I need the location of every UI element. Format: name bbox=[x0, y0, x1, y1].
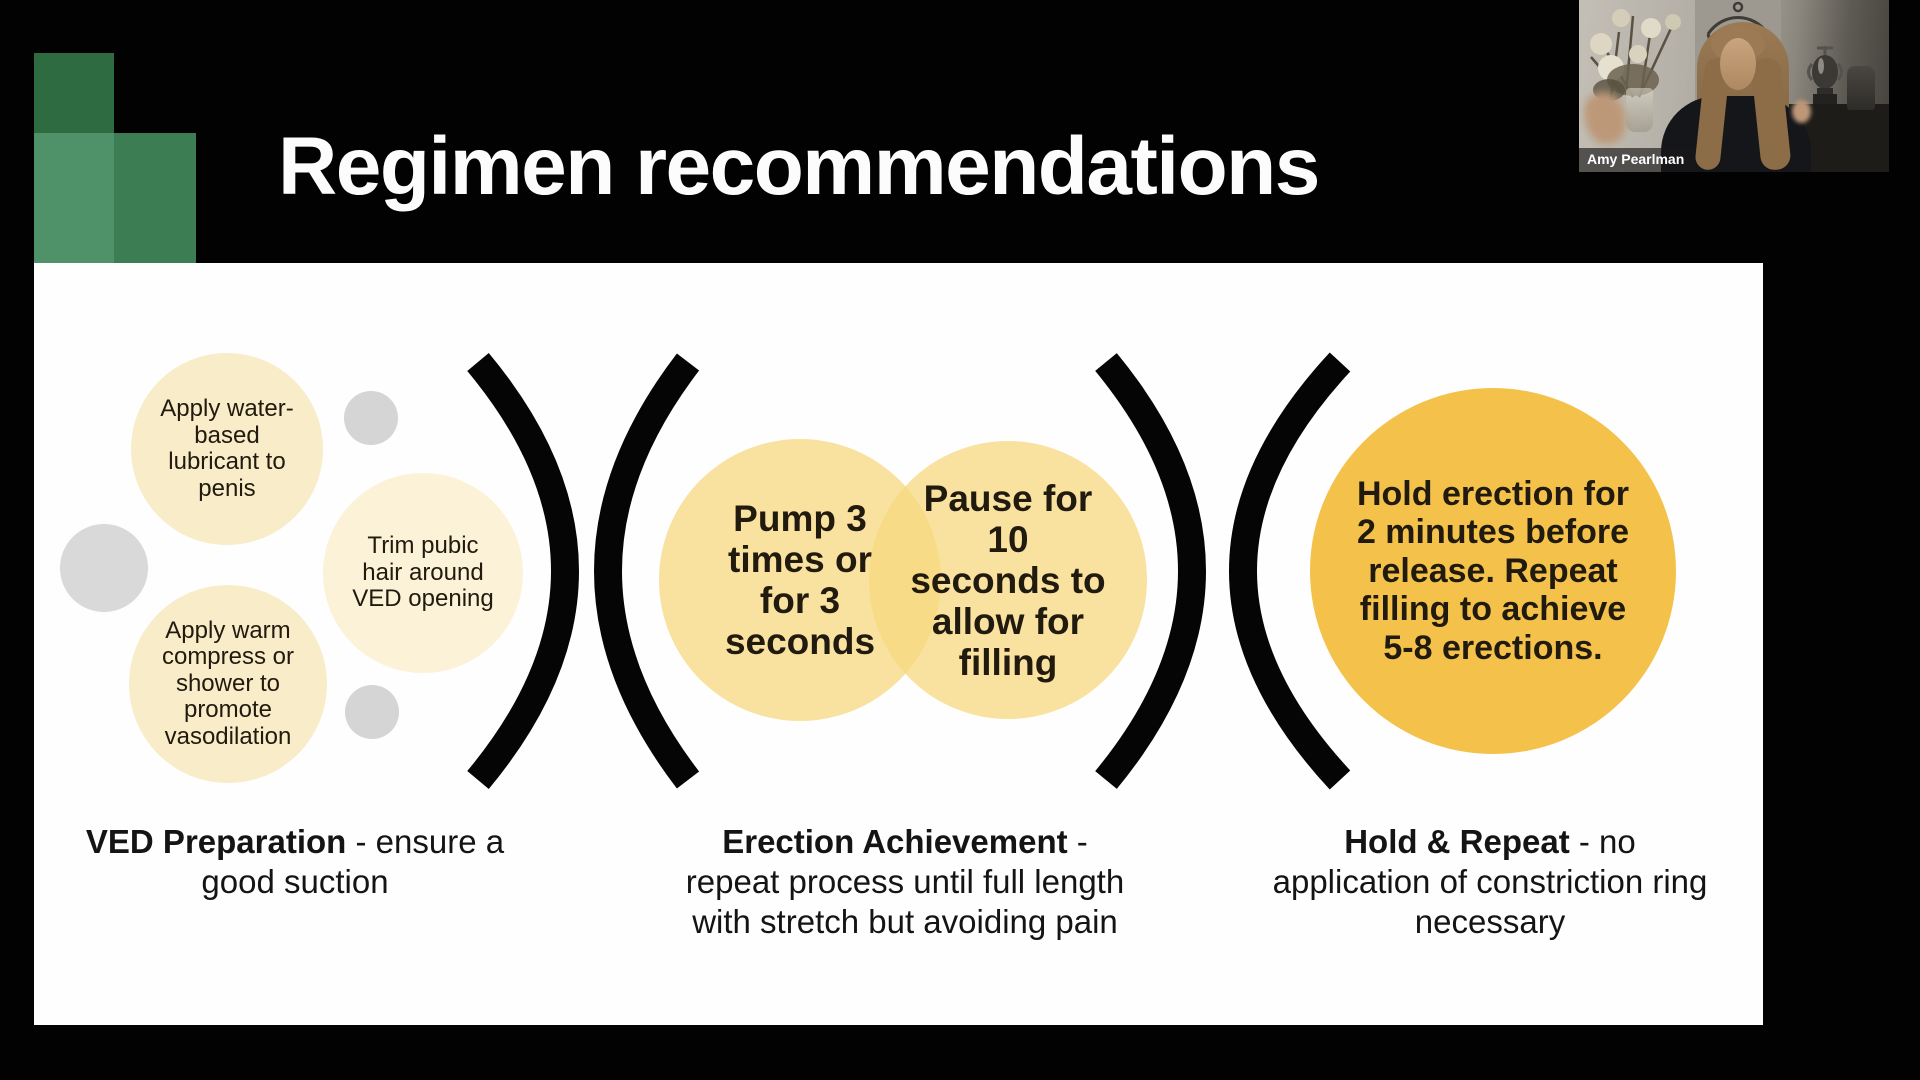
decor-gray-bubble-bottom bbox=[345, 685, 399, 739]
caption-erection-achievement: Erection Achievement - repeat process un… bbox=[675, 822, 1135, 942]
caption-hold-repeat: Hold & Repeat - no application of constr… bbox=[1265, 822, 1715, 942]
flower-bouquet bbox=[1590, 9, 1681, 101]
slide-title: Regimen recommendations bbox=[278, 121, 1320, 212]
green-square-light bbox=[34, 133, 114, 263]
caption-ved-preparation: VED Preparation - ensure a good suction bbox=[60, 822, 530, 902]
caption-ved-preparation-rest: - ensure a good suction bbox=[201, 823, 505, 900]
presenter-hand-right bbox=[1792, 100, 1811, 123]
caption-erection-achievement-rest: - repeat process until full length with … bbox=[685, 823, 1125, 940]
green-square-mid bbox=[114, 133, 196, 263]
bubble-pump-text: Pump 3 times or for 3 seconds bbox=[724, 498, 876, 662]
green-square-dark bbox=[34, 53, 114, 133]
bubble-lubricant-text: Apply water- based lubricant to penis bbox=[160, 395, 294, 502]
bubble-pause-text: Pause for 10 seconds to allow for fillin… bbox=[910, 477, 1106, 683]
bubble-pause: Pause for 10 seconds to allow for fillin… bbox=[869, 441, 1147, 719]
webcam-video-tile[interactable]: Amy Pearlman bbox=[1579, 0, 1889, 172]
caption-ved-preparation-bold: VED Preparation bbox=[85, 823, 347, 860]
bubble-hold-repeat-text: Hold erection for 2 minutes before relea… bbox=[1356, 474, 1630, 667]
caption-hold-repeat-rest: - no application of constriction ring ne… bbox=[1272, 823, 1708, 940]
caption-erection-achievement-bold: Erection Achievement bbox=[722, 823, 1068, 860]
caption-hold-repeat-bold: Hold & Repeat bbox=[1344, 823, 1570, 860]
bubble-lubricant: Apply water- based lubricant to penis bbox=[131, 353, 323, 545]
bubble-trim-hair-text: Trim pubic hair around VED opening bbox=[352, 532, 494, 613]
bubble-warm-compress-text: Apply warm compress or shower to promote… bbox=[161, 616, 295, 750]
flower-vase bbox=[1626, 88, 1653, 132]
participant-name-label: Amy Pearlman bbox=[1579, 148, 1695, 172]
decor-gray-bubble-top bbox=[344, 391, 398, 445]
decor-gray-bubble-large bbox=[60, 524, 148, 612]
silver-urn bbox=[1807, 46, 1843, 104]
presenter-face bbox=[1720, 38, 1756, 90]
bubble-hold-repeat: Hold erection for 2 minutes before relea… bbox=[1310, 388, 1676, 754]
silver-pot bbox=[1847, 66, 1875, 110]
bubble-warm-compress: Apply warm compress or shower to promote… bbox=[129, 585, 327, 783]
bubble-trim-hair: Trim pubic hair around VED opening bbox=[323, 473, 523, 673]
